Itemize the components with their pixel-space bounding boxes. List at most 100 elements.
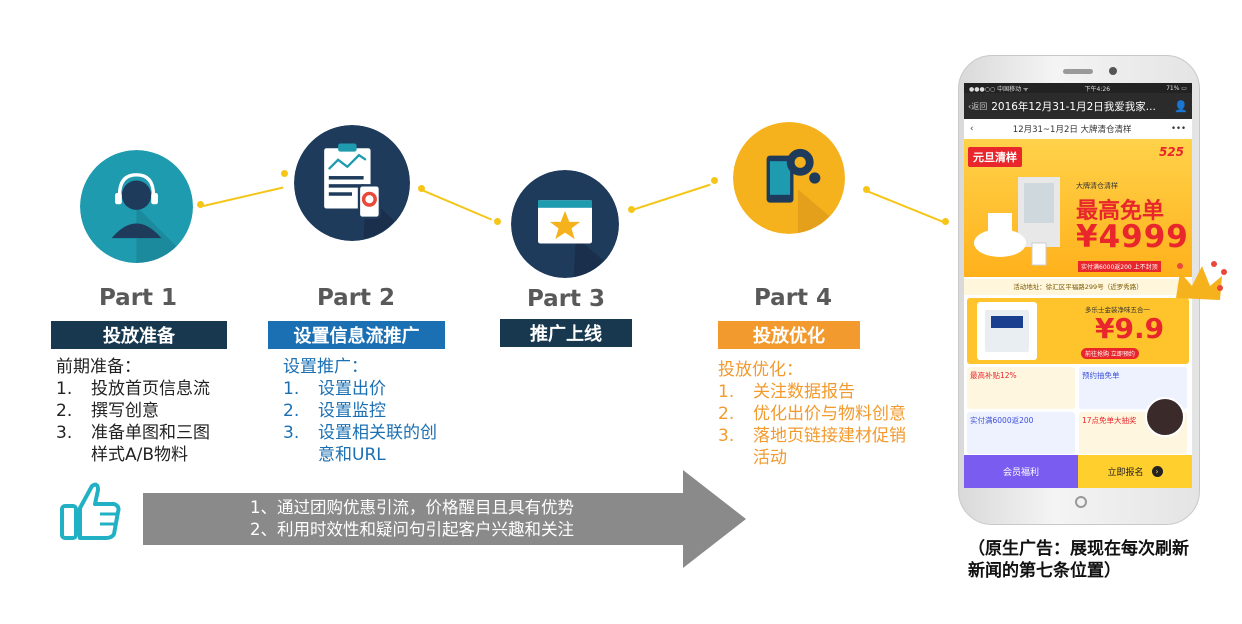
promo-price: ¥9.9 (1095, 312, 1165, 345)
wechat-header: ‹返回 2016年12月31-1月2日我爱我家... 👤 (964, 93, 1192, 119)
item-text: 投放首页信息流 (91, 379, 210, 399)
item-number: 2. (283, 401, 300, 421)
phone-screen: ●●●○○ 中国移动 ᯤ 下午4:26 71% ▭ ‹返回 2016年12月31… (964, 83, 1192, 488)
status-time: 下午4:26 (1084, 85, 1111, 93)
item-number: 1. (718, 382, 735, 402)
hero-brand: 525 (1158, 145, 1184, 159)
promo-text: 多乐士金装净味五合一 (1085, 306, 1150, 314)
item-text: 准备单图和三图样式A/B物料 (91, 423, 210, 465)
promo-button[interactable]: 前往抢购 立即预约 (1081, 348, 1139, 359)
page-navbar: ‹ 12月31~1月2日 大牌清仓清样 ••• (964, 119, 1192, 140)
connector-3-4 (632, 183, 711, 211)
hero-subtitle: 大牌清仓清样 (1076, 182, 1118, 190)
more-icon[interactable]: ••• (1170, 124, 1186, 134)
part-3-banner: 推广上线 (500, 319, 632, 347)
part-2-banner: 设置信息流推广 (268, 321, 445, 349)
item-number: 2. (56, 401, 73, 421)
avatar[interactable] (1145, 397, 1185, 437)
hero-headline: 最高免单 (1076, 199, 1165, 224)
part-2-description: 设置推广： 1.设置出价 2. 设置监控 3. 设置相关联的创意和URL (283, 356, 458, 466)
promo-cell[interactable]: 最高补贴12% (967, 367, 1075, 409)
phone-caption: （原生广告：展现在每次刷新新闻的第七条位置） (968, 539, 1189, 581)
list-item: 2. 撰写创意 (56, 400, 231, 422)
item-text: 撰写创意 (91, 401, 159, 421)
status-battery: 71% ▭ (1166, 84, 1187, 92)
promo-grid: 最高补贴12% 预约抽免单 实付满6000返200 17点免单大抽奖 (967, 367, 1189, 455)
chevron-left-icon[interactable]: ‹ (970, 124, 974, 134)
list-item: 1.设置出价 (283, 378, 458, 400)
arrow-body (143, 493, 688, 545)
profile-icon[interactable]: 👤 (1174, 99, 1188, 113)
connector-dot (197, 201, 204, 208)
connector-dot (711, 177, 718, 184)
part-2-intro: 设置推广： (283, 357, 368, 377)
page-nav-title: 12月31~1月2日 大牌清仓清样 (1012, 125, 1132, 135)
connector-dot (281, 170, 288, 177)
paint-can-image (977, 302, 1037, 360)
part-3-title: Part 3 (526, 286, 606, 312)
item-number: 3. (283, 423, 300, 443)
item-number: 1. (283, 379, 300, 399)
part-4-banner: 投放优化 (718, 321, 860, 349)
part-4-description: 投放优化： 1.关注数据报告 2.优化出价与物料创意 3.落地页链接建材促销活动 (718, 359, 928, 469)
item-number: 2. (718, 404, 735, 424)
crown-icon (1170, 258, 1230, 308)
hero-tag: 元旦清样 (968, 147, 1022, 167)
star-window-icon (511, 170, 619, 278)
phone-home-button (1075, 496, 1087, 508)
item-text: 优化出价与物料创意 (753, 404, 906, 424)
promo-card[interactable]: 多乐士金装净味五合一 ¥9.9 前往抢购 立即预约 (967, 298, 1189, 364)
item-text: 设置监控 (318, 401, 386, 421)
list-item: 2. 设置监控 (283, 400, 458, 422)
item-text: 落地页链接建材促销活动 (753, 426, 906, 468)
connector-dot (942, 218, 949, 225)
list-item: 1. 投放首页信息流 (56, 378, 231, 400)
item-number: 1. (56, 379, 73, 399)
connector-1-2 (203, 186, 284, 207)
bathroom-fixtures-image (974, 177, 1060, 266)
item-number: 3. (56, 423, 73, 443)
hero-price: ¥4999 (1076, 219, 1189, 255)
part-1-title: Part 1 (98, 285, 178, 311)
thumbs-up-icon (58, 478, 124, 544)
connector-4-phone (866, 190, 944, 223)
phone-camera (1109, 67, 1117, 75)
list-item: 3. 落地页链接建材促销活动 (718, 425, 928, 469)
bottom-bar: 会员福利 立即报名 › (964, 455, 1192, 488)
wechat-title: 2016年12月31-1月2日我爱我家... (991, 100, 1156, 113)
status-bar: ●●●○○ 中国移动 ᯤ 下午4:26 71% ▭ (964, 83, 1192, 93)
hero-note: 实付满6000返200 上不封顶 (1078, 261, 1161, 272)
arrow-text: 1、通过团购优惠引流，价格醒目且具有优势 2、利用时效性和疑问句引起客户兴趣和关… (250, 497, 574, 541)
arrow-line-1: 1、通过团购优惠引流，价格醒目且具有优势 (250, 498, 574, 517)
signup-label: 立即报名 (1107, 468, 1144, 478)
signup-button[interactable]: 立即报名 › (1078, 455, 1192, 488)
part-1-banner: 投放准备 (51, 321, 227, 349)
item-text: 关注数据报告 (753, 382, 855, 402)
connector-dot (863, 186, 870, 193)
member-benefits-button[interactable]: 会员福利 (964, 455, 1078, 488)
status-carrier: ●●●○○ 中国移动 ᯤ (969, 85, 1029, 93)
mobile-settings-icon (733, 122, 845, 234)
back-button[interactable]: ‹返回 (968, 101, 988, 111)
part-4-title: Part 4 (753, 285, 833, 311)
customer-service-icon (80, 150, 193, 263)
connector-2-3 (421, 189, 492, 221)
list-item: 3. 准备单图和三图样式A/B物料 (56, 422, 231, 466)
part-1-description: 前期准备： 1. 投放首页信息流 2. 撰写创意 3. 准备单图和三图样式A/B物料 (56, 356, 231, 466)
promo-cell[interactable]: 实付满6000返200 (967, 412, 1075, 454)
connector-dot (418, 185, 425, 192)
hero-banner[interactable]: 元旦清样 525 大牌清仓清样 最高免单 ¥4999 实付满6000返200 上… (964, 139, 1192, 277)
connector-dot (494, 218, 501, 225)
item-text: 设置相关联的创意和URL (318, 423, 437, 465)
part-1-intro: 前期准备： (56, 357, 141, 377)
list-item: 2. 优化出价与物料创意 (718, 403, 928, 425)
arrow-line-2: 2、利用时效性和疑问句引起客户兴趣和关注 (250, 520, 574, 539)
part-2-title: Part 2 (316, 285, 396, 311)
event-address: 活动地址：徐汇区平福路299号（近罗秀路） (964, 279, 1192, 295)
phone-speaker (1063, 69, 1093, 74)
connector-dot (628, 206, 635, 213)
list-item: 1. 关注数据报告 (718, 381, 928, 403)
item-number: 3. (718, 426, 735, 446)
list-item: 3. 设置相关联的创意和URL (283, 422, 458, 466)
report-clipboard-icon (294, 125, 410, 241)
